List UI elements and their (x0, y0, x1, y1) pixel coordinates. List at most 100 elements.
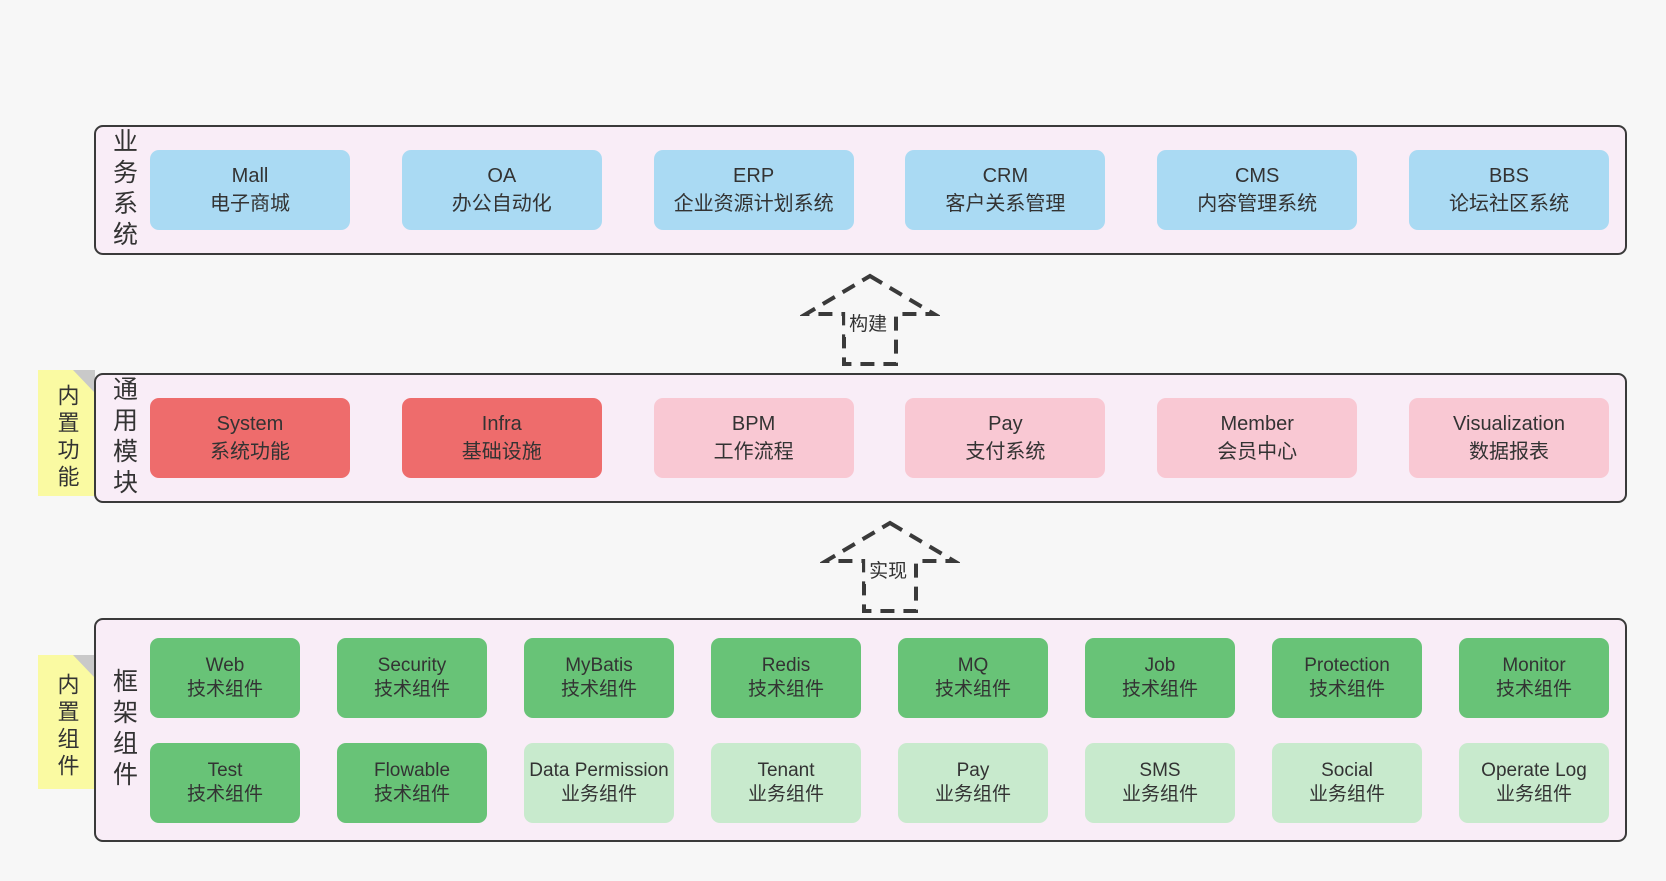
box-title: Member (1220, 413, 1294, 435)
arrow-implement: 实现 (820, 519, 960, 615)
diagram-box-member: Member 会员中心 (1157, 398, 1358, 478)
box-title: Test (207, 759, 243, 781)
dashed-up-arrow-icon (800, 273, 940, 366)
layer-side-label: 通用模块 (109, 376, 138, 500)
box-subtitle: 技术组件 (373, 783, 450, 805)
box-subtitle: 客户关系管理 (945, 193, 1066, 215)
box-subtitle: 技术组件 (1495, 678, 1572, 700)
box-title: Operate Log (1481, 759, 1587, 781)
layer-gutter: 业务系统 (96, 127, 150, 253)
box-title: Redis (761, 654, 811, 676)
layer-gutter: 框架组件 (96, 620, 150, 840)
box-subtitle: 技术组件 (1121, 678, 1198, 700)
layer-side-label: 业务系统 (109, 128, 138, 252)
box-title: CMS (1234, 165, 1280, 187)
box-title: Job (1144, 654, 1176, 676)
box-subtitle: 业务组件 (934, 783, 1011, 805)
diagram-box-cms: CMS 内容管理系统 (1157, 150, 1358, 230)
layer-gutter: 通用模块 (96, 375, 150, 501)
diagram-box-infra: Infra 基础设施 (401, 398, 602, 478)
box-title: Web (205, 654, 245, 676)
sticky-note-label: 内置功能 (54, 384, 80, 492)
box-title: Monitor (1502, 654, 1566, 676)
box-subtitle: 会员中心 (1217, 441, 1298, 463)
box-title: CRM (982, 165, 1029, 187)
box-subtitle: 业务组件 (747, 783, 824, 805)
layer-side-label: 框架组件 (109, 668, 138, 792)
arrow-build: 构建 (800, 272, 940, 368)
box-subtitle: 技术组件 (1308, 678, 1385, 700)
box-title: Pay (956, 759, 990, 781)
box-subtitle: 办公自动化 (451, 193, 552, 215)
folded-corner-icon (73, 655, 95, 678)
box-subtitle: 技术组件 (186, 678, 263, 700)
box-title: OA (487, 165, 517, 187)
box-title: Pay (988, 413, 1023, 435)
box-title: Tenant (757, 759, 815, 781)
box-title: Data Permission (529, 759, 669, 781)
box-subtitle: 业务组件 (560, 783, 637, 805)
box-title: SMS (1139, 759, 1181, 781)
sticky-note-builtin-components: 内置组件 (38, 655, 95, 789)
sticky-note-builtin-features: 内置功能 (38, 370, 95, 496)
box-subtitle: 技术组件 (373, 678, 450, 700)
diagram-box-oa: OA 办公自动化 (401, 150, 602, 230)
box-subtitle: 企业资源计划系统 (673, 193, 834, 215)
box-title: MyBatis (565, 654, 633, 676)
box-subtitle: 技术组件 (186, 783, 263, 805)
box-title: Social (1321, 759, 1373, 781)
sticky-note-label: 内置组件 (54, 673, 80, 781)
diagram-box-crm: CRM 客户关系管理 (905, 150, 1106, 230)
box-subtitle: 工作流程 (713, 441, 794, 463)
diagram-box-erp: ERP 企业资源计划系统 (653, 150, 854, 230)
box-subtitle: 业务组件 (1495, 783, 1572, 805)
diagram-box-pay: Pay 支付系统 (905, 398, 1106, 478)
box-title: BBS (1488, 165, 1529, 187)
box-title: ERP (733, 165, 775, 187)
arrow-label: 构建 (845, 308, 892, 337)
box-title: Infra (481, 413, 522, 435)
box-subtitle: 技术组件 (747, 678, 824, 700)
box-subtitle: 论坛社区系统 (1448, 193, 1569, 215)
box-subtitle: 业务组件 (1308, 783, 1385, 805)
box-subtitle: 系统功能 (210, 441, 290, 463)
box-subtitle: 支付系统 (965, 441, 1046, 463)
box-subtitle: 内容管理系统 (1197, 193, 1318, 215)
arrow-label: 实现 (865, 555, 912, 584)
box-title: Visualization (1453, 413, 1565, 435)
box-title: Flowable (373, 759, 451, 781)
dashed-up-arrow-icon (820, 520, 960, 613)
box-title: MQ (957, 654, 989, 676)
box-subtitle: 基础设施 (461, 441, 542, 463)
box-title: Security (377, 654, 447, 676)
box-subtitle: 技术组件 (934, 678, 1011, 700)
folded-corner-icon (73, 370, 95, 393)
